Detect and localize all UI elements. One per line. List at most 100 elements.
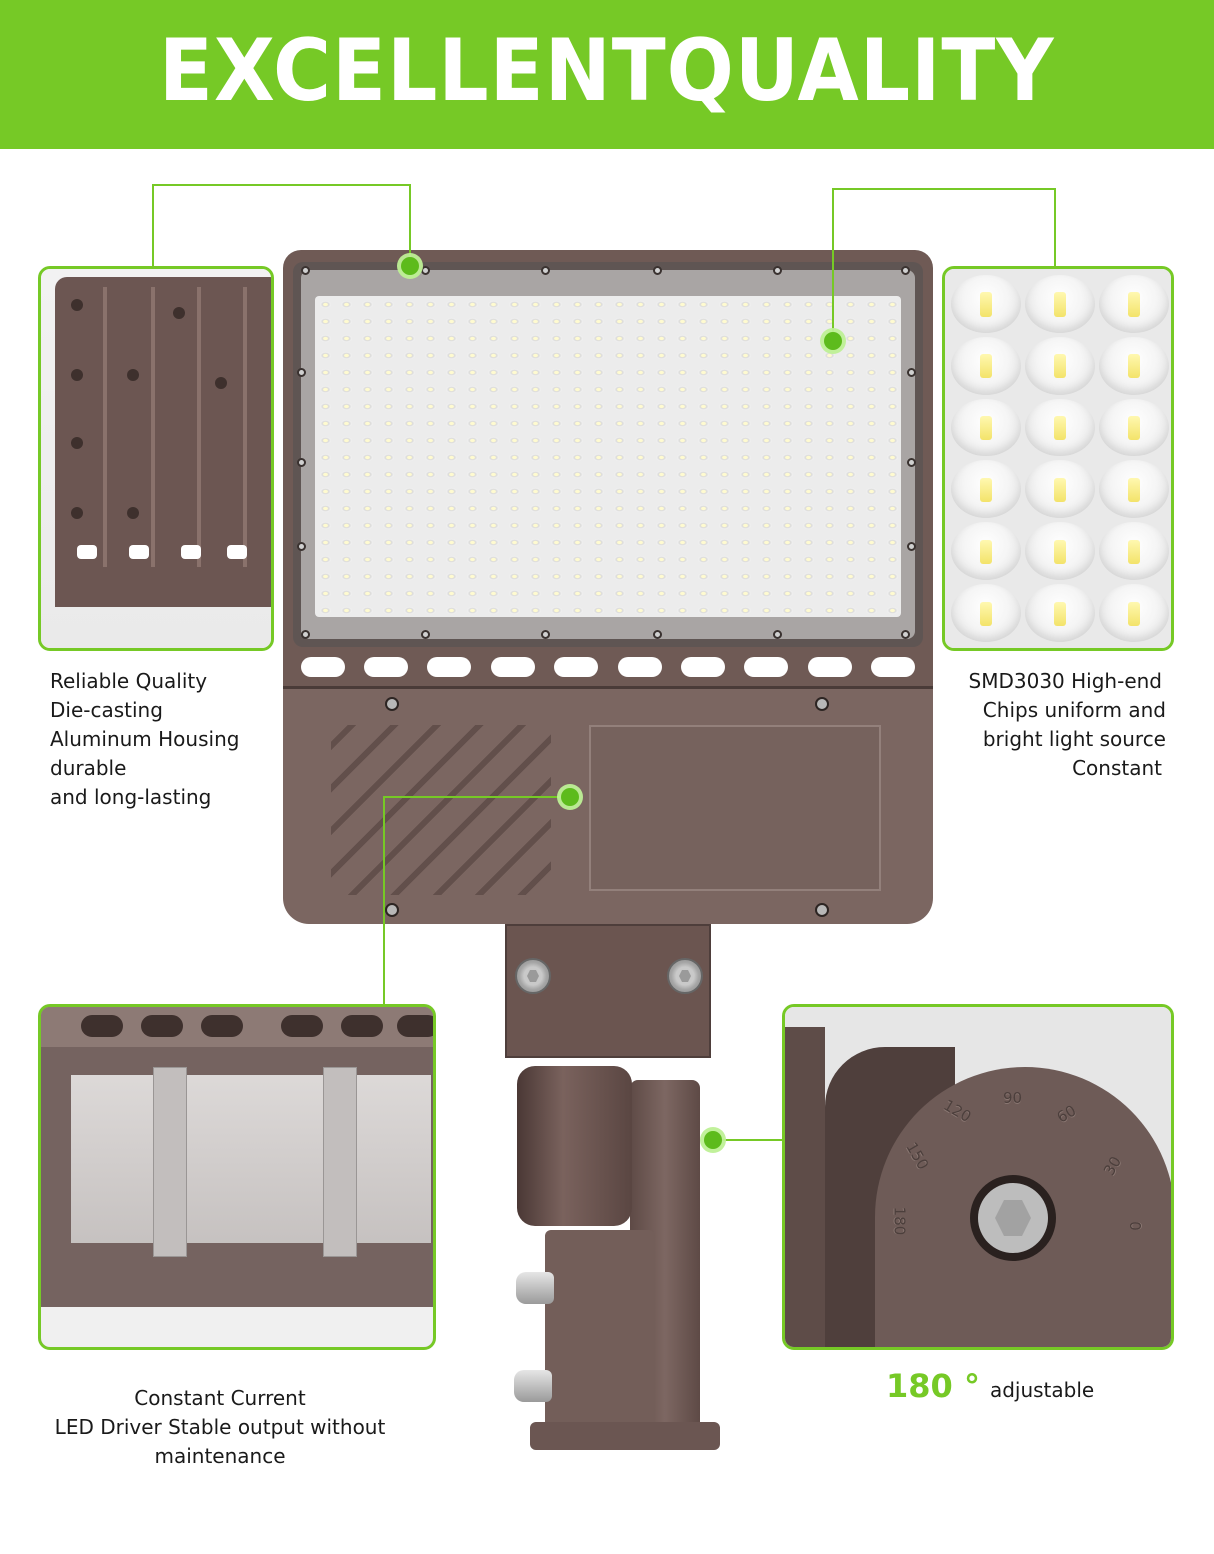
- led-lens: [1025, 398, 1095, 457]
- fixture-led-head: [283, 250, 933, 686]
- stud: [71, 369, 83, 381]
- panel-angle-closeup: 180 150 120 90 60 30 0: [782, 1004, 1174, 1350]
- callout-line: [152, 184, 411, 186]
- vent-slot: [281, 1015, 323, 1037]
- mount-edge: [785, 1027, 825, 1347]
- screw-icon: [907, 542, 916, 551]
- lens-frame: [293, 262, 923, 647]
- screw-icon: [773, 266, 782, 275]
- caption-line: durable: [50, 756, 127, 780]
- screw-icon: [773, 630, 782, 639]
- vent-slot: [681, 657, 726, 677]
- led-lens: [1025, 275, 1095, 333]
- vent-slot: [554, 657, 599, 677]
- background: [41, 1307, 433, 1347]
- callout-line: [383, 796, 563, 798]
- stud: [173, 307, 185, 319]
- vent-slot: [744, 657, 789, 677]
- callout-dot: [401, 257, 419, 275]
- screw-icon: [541, 630, 550, 639]
- led-lens: [1099, 460, 1169, 519]
- hex-bolt-icon: [515, 958, 551, 994]
- screw-icon: [297, 458, 306, 467]
- callout-line: [832, 188, 1056, 190]
- panel-chips-closeup: [942, 266, 1174, 651]
- screw-icon: [541, 266, 550, 275]
- bolt-icon: [385, 903, 399, 917]
- callout-line: [383, 796, 385, 1008]
- heatsink-fin: [151, 287, 155, 567]
- led-lens: [1099, 275, 1169, 333]
- stud: [127, 507, 139, 519]
- caption-line: Aluminum Housing: [50, 727, 240, 751]
- heatsink-body: [55, 277, 271, 607]
- stud: [215, 377, 227, 389]
- led-lens: [1099, 336, 1169, 395]
- stud: [71, 299, 83, 311]
- bolt-icon: [815, 903, 829, 917]
- led-lens: [1025, 336, 1095, 395]
- caption-housing: Reliable Quality Die-casting Aluminum Ho…: [50, 667, 239, 812]
- stud: [71, 507, 83, 519]
- mount-bracket: [505, 924, 711, 1058]
- callout-line: [832, 188, 834, 338]
- led-lens: [1025, 522, 1095, 581]
- led-lens-grid: [945, 269, 1171, 648]
- screw-icon: [301, 266, 310, 275]
- driver-strap: [153, 1067, 187, 1257]
- vent-slot: [617, 657, 662, 677]
- led-lens: [1099, 584, 1169, 642]
- bolt-icon: [815, 697, 829, 711]
- angle-value: 180 °: [886, 1367, 980, 1405]
- caption-chips: SMD3030 High-end Chips uniform and brigh…: [969, 667, 1166, 783]
- driver-strap: [323, 1067, 357, 1257]
- callout-dot: [824, 332, 842, 350]
- caption-line: Chips uniform and: [982, 698, 1166, 722]
- led-lens: [951, 522, 1021, 581]
- screw-icon: [901, 266, 910, 275]
- vent-slot: [807, 657, 852, 677]
- led-lens: [951, 398, 1021, 457]
- vent-slot: [871, 657, 916, 677]
- screw-icon: [301, 630, 310, 639]
- screw-icon: [421, 266, 430, 275]
- caption-line: maintenance: [154, 1444, 286, 1468]
- led-lens: [1099, 398, 1169, 457]
- callout-line: [1054, 188, 1056, 268]
- angle-dial-image: 180 150 120 90 60 30 0: [785, 1007, 1171, 1347]
- set-screw-icon: [514, 1370, 552, 1402]
- banner-title: EXCELLENTQUALITY: [159, 20, 1055, 121]
- led-driver-box: [71, 1075, 431, 1243]
- set-screw-icon: [516, 1272, 554, 1304]
- heatsink-slot: [77, 545, 97, 559]
- heatsink-image: [41, 269, 271, 648]
- heatsink-fin: [243, 287, 247, 567]
- screw-icon: [901, 630, 910, 639]
- fixture-driver-compartment: [283, 686, 933, 924]
- screw-icon: [297, 368, 306, 377]
- caption-line: Constant Current: [134, 1386, 306, 1410]
- pivot-hole: [970, 1175, 1056, 1261]
- caption-driver: Constant Current LED Driver Stable outpu…: [40, 1384, 400, 1471]
- led-lens: [951, 460, 1021, 519]
- heatsink-slot: [129, 545, 149, 559]
- led-array: [315, 296, 901, 617]
- vent-grille: [331, 725, 551, 895]
- caption-adjustable: 180 ° adjustable: [886, 1367, 1094, 1405]
- slip-fitter-foot: [530, 1422, 720, 1450]
- caption-line: SMD3030 High-end: [968, 669, 1162, 693]
- vent-slot: [201, 1015, 243, 1037]
- callout-line: [409, 184, 411, 264]
- hex-bolt-icon: [667, 958, 703, 994]
- vent-slot: [341, 1015, 383, 1037]
- dial-tick-label: 90: [1003, 1089, 1023, 1107]
- screw-icon: [297, 542, 306, 551]
- callout-dot: [561, 788, 579, 806]
- led-lens: [951, 584, 1021, 642]
- screw-icon: [653, 266, 662, 275]
- screw-icon: [907, 368, 916, 377]
- vent-slot: [397, 1015, 433, 1037]
- screw-icon: [653, 630, 662, 639]
- heatsink-fin: [197, 287, 201, 567]
- label-plate: [589, 725, 881, 891]
